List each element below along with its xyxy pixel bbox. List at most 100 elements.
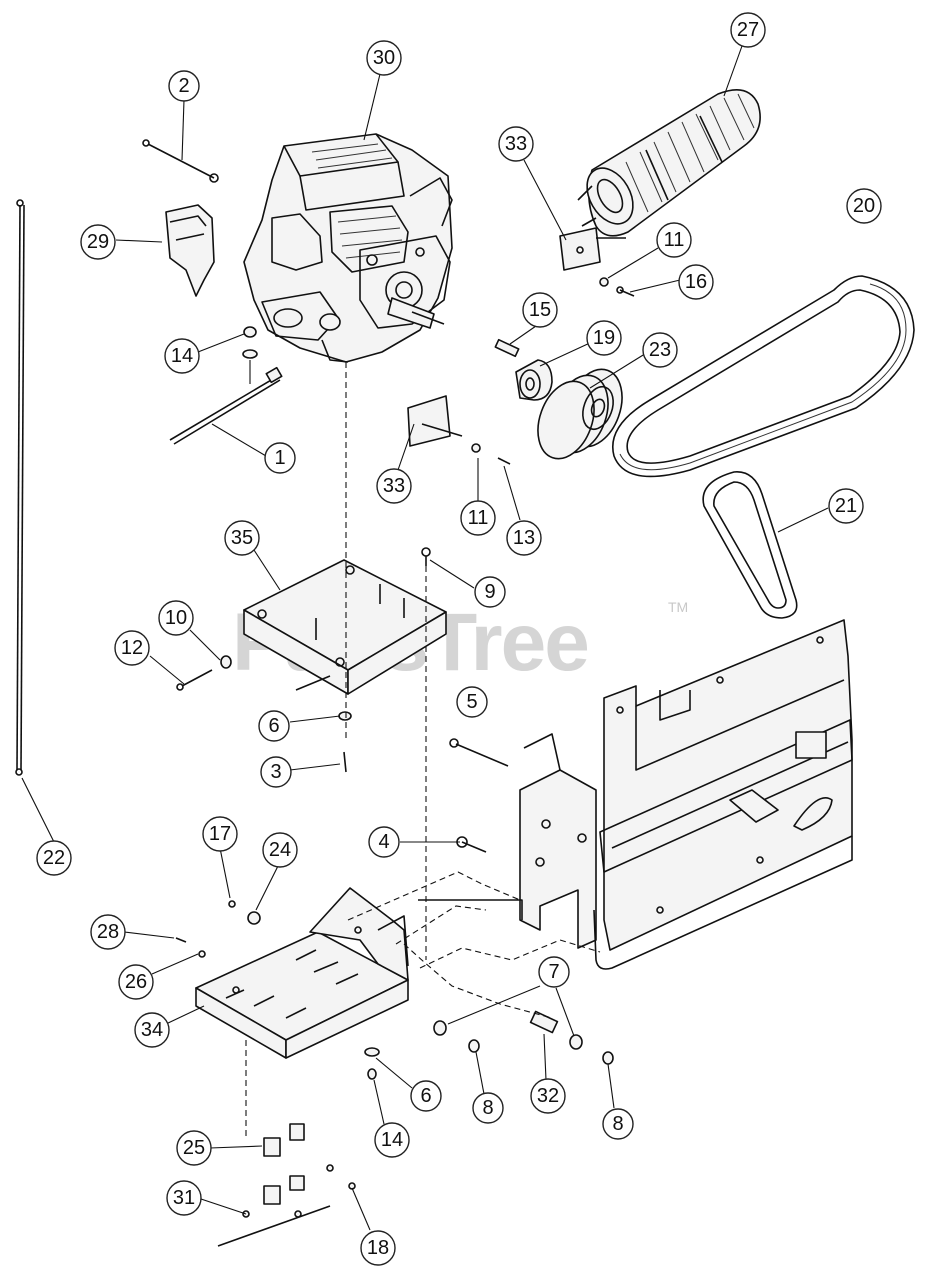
- callout-28[interactable]: 28: [90, 914, 126, 950]
- callout-3[interactable]: 3: [260, 756, 292, 788]
- callout-1-label: 1: [274, 447, 285, 469]
- part-17-24-28-26-hardware: [175, 900, 261, 958]
- callout-17-label: 17: [209, 823, 231, 845]
- callout-12-label: 12: [121, 637, 143, 659]
- callout-23[interactable]: 23: [642, 332, 678, 368]
- part-14-upper-hardware: [242, 326, 258, 384]
- part-9-bolt: [421, 547, 431, 566]
- leader-lines: [21, 45, 829, 1231]
- callout-23-label: 23: [649, 339, 671, 361]
- watermark-trademark: TM: [668, 599, 688, 615]
- callout-11-upper-label: 11: [664, 229, 685, 251]
- part-23-pulley: [537, 368, 623, 460]
- part-callouts: 2 30 27 20 33 11 16 29 15 19 23 14 1 33 …: [36, 12, 882, 1266]
- part-21-small-belt: [702, 471, 798, 619]
- callout-8-left[interactable]: 8: [472, 1092, 504, 1124]
- callout-8-right[interactable]: 8: [602, 1108, 634, 1140]
- part-25-31-18-hardware: [217, 1123, 356, 1247]
- callout-35[interactable]: 35: [224, 520, 260, 556]
- callout-32[interactable]: 32: [530, 1078, 566, 1114]
- callout-8-right-label: 8: [612, 1113, 623, 1135]
- callout-34-label: 34: [141, 1019, 163, 1041]
- part-27-air-cleaner: [577, 88, 761, 237]
- callout-34[interactable]: 34: [134, 1012, 170, 1048]
- callout-20[interactable]: 20: [846, 188, 882, 224]
- callout-6-lower[interactable]: 6: [410, 1080, 442, 1112]
- callout-33-upper[interactable]: 33: [498, 126, 534, 162]
- callout-14-upper[interactable]: 14: [164, 338, 200, 374]
- callout-14-lower-label: 14: [381, 1129, 403, 1151]
- part-4-bolts: [449, 738, 509, 853]
- callout-8-left-label: 8: [482, 1097, 493, 1119]
- callout-5-label: 5: [466, 691, 477, 713]
- part-11-16-upper-hardware: [599, 277, 635, 297]
- callout-26-label: 26: [125, 971, 147, 993]
- callout-18-label: 18: [367, 1237, 389, 1259]
- callout-10-label: 10: [165, 607, 187, 629]
- callout-11-lower-label: 11: [468, 507, 489, 529]
- callout-30-label: 30: [373, 47, 395, 69]
- callout-4-label: 4: [378, 831, 389, 853]
- callout-19[interactable]: 19: [586, 320, 622, 356]
- part-20-large-belt: [612, 275, 915, 478]
- callout-33-upper-label: 33: [505, 133, 527, 155]
- callout-15-label: 15: [529, 299, 551, 321]
- callout-26[interactable]: 26: [118, 964, 154, 1000]
- part-33-lower-bracket: [407, 395, 511, 465]
- callout-29[interactable]: 29: [80, 224, 116, 260]
- callout-21[interactable]: 21: [828, 488, 864, 524]
- callout-14-lower[interactable]: 14: [374, 1122, 410, 1158]
- callout-25[interactable]: 25: [176, 1130, 212, 1166]
- callout-2[interactable]: 2: [168, 70, 200, 102]
- callout-35-label: 35: [231, 527, 253, 549]
- callout-22[interactable]: 22: [36, 840, 72, 876]
- part-34-lower-tray: [195, 887, 409, 1059]
- callout-22-label: 22: [43, 847, 65, 869]
- callout-25-label: 25: [183, 1137, 205, 1159]
- callout-5[interactable]: 5: [456, 686, 488, 718]
- part-15-key: [494, 338, 520, 358]
- callout-16[interactable]: 16: [678, 264, 714, 300]
- callout-21-label: 21: [835, 495, 857, 517]
- callout-15[interactable]: 15: [522, 292, 558, 328]
- callout-27-label: 27: [737, 19, 759, 41]
- callout-6-lower-label: 6: [420, 1085, 431, 1107]
- callout-31[interactable]: 31: [166, 1180, 202, 1216]
- callout-24-label: 24: [269, 839, 291, 861]
- part-19-hub: [515, 359, 553, 401]
- callout-14-upper-label: 14: [171, 345, 193, 367]
- part-6-3-upper-hardware: [338, 711, 352, 773]
- part-33-upper-bracket: [559, 227, 626, 271]
- callout-6-upper[interactable]: 6: [258, 710, 290, 742]
- part-2-bolt: [142, 139, 219, 183]
- callout-32-label: 32: [537, 1085, 559, 1107]
- callout-20-label: 20: [853, 195, 875, 217]
- callout-3-label: 3: [270, 761, 281, 783]
- callout-6-upper-label: 6: [268, 715, 279, 737]
- callout-24[interactable]: 24: [262, 832, 298, 868]
- callout-11-upper[interactable]: 11: [656, 222, 692, 258]
- callout-33-lower-label: 33: [383, 475, 405, 497]
- callout-18[interactable]: 18: [360, 1230, 396, 1266]
- callout-28-label: 28: [97, 921, 119, 943]
- callout-2-label: 2: [178, 75, 189, 97]
- callout-7[interactable]: 7: [538, 956, 570, 988]
- part-lower-hardware-group: [364, 1010, 614, 1080]
- callout-12[interactable]: 12: [114, 630, 150, 666]
- part-30-engine: [243, 133, 453, 363]
- callout-1[interactable]: 1: [264, 442, 296, 474]
- callout-9[interactable]: 9: [474, 576, 506, 608]
- callout-30[interactable]: 30: [366, 40, 402, 76]
- callout-10[interactable]: 10: [158, 600, 194, 636]
- part-1-long-bolt: [169, 366, 283, 445]
- callout-11-lower[interactable]: 11: [460, 500, 496, 536]
- callout-13[interactable]: 13: [506, 520, 542, 556]
- callout-17[interactable]: 17: [202, 816, 238, 852]
- callout-29-label: 29: [87, 231, 109, 253]
- callout-27[interactable]: 27: [730, 12, 766, 48]
- part-35-mount-plate: [243, 559, 447, 695]
- callout-33-lower[interactable]: 33: [376, 468, 412, 504]
- callout-4[interactable]: 4: [368, 826, 400, 858]
- part-22-long-rod: [15, 199, 25, 776]
